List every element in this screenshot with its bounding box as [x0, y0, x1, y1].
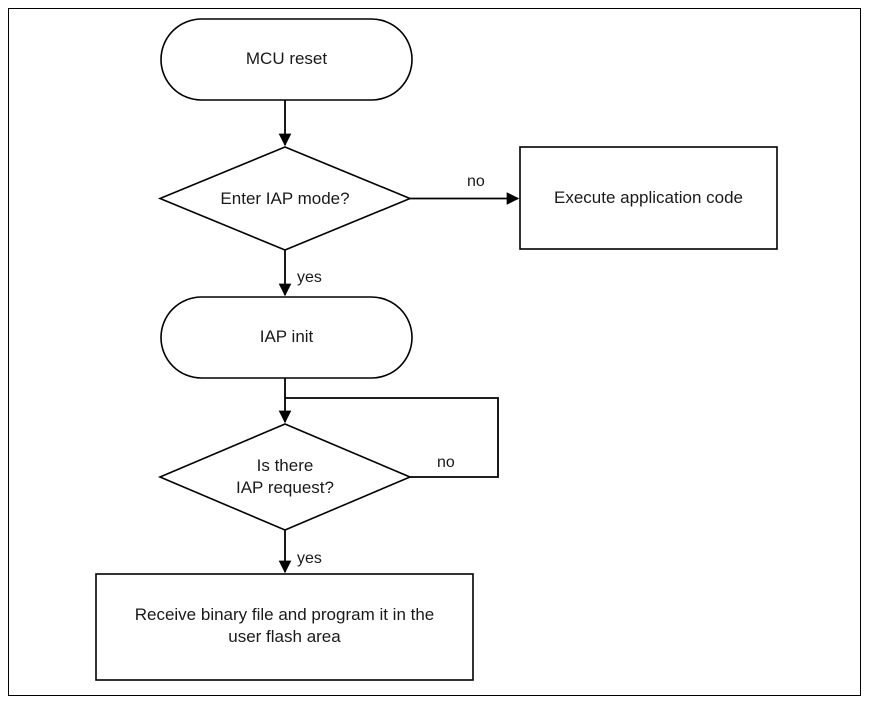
node-label-execute-application-code: Execute application code: [553, 188, 744, 207]
node-shape-execute-application-code: [519, 146, 778, 250]
node-label-iap-init: IAP init: [259, 327, 314, 346]
edge-label-iap-request-yes: yes: [297, 550, 322, 567]
node-label-mcu-reset: MCU reset: [245, 49, 328, 68]
edge-iap-request-no-loop: [285, 397, 499, 478]
node-shape-iap-init: [160, 296, 413, 379]
node-shape-receive-binary: [95, 573, 474, 681]
node-label-iap-request: Is there IAP request?: [236, 456, 334, 497]
edge-label-iap-request-no: no: [437, 454, 455, 471]
node-label-receive-binary: Receive binary file and program it in th…: [134, 605, 435, 646]
node-label-enter-iap-mode: Enter IAP mode?: [220, 189, 350, 208]
edge-label-enter-iap-no: no: [467, 173, 485, 190]
edge-label-enter-iap-yes: yes: [297, 269, 322, 286]
node-shape-mcu-reset: [160, 18, 413, 101]
diagram-border-frame: [8, 8, 861, 696]
